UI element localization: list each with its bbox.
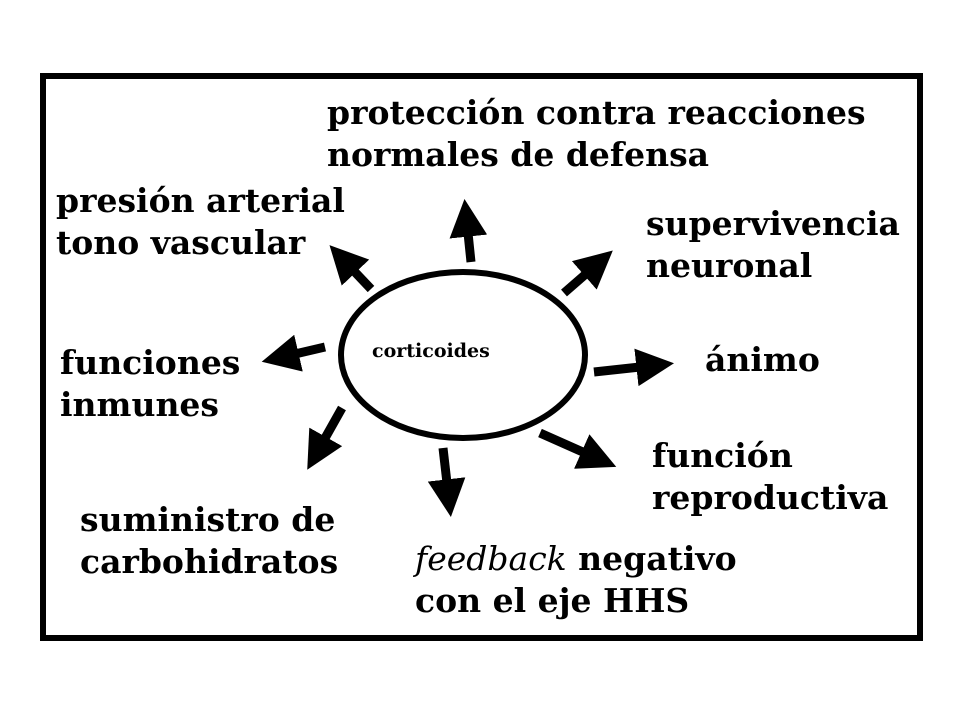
arrow-supervivencia — [561, 250, 613, 297]
label-inmunes-line2: inmunes — [60, 385, 220, 424]
label-presion-line1: presión arterial — [56, 181, 345, 220]
label-presion: presión arterial tono vascular — [56, 180, 345, 264]
label-presion-line2: tono vascular — [56, 223, 306, 262]
arrow-inmunes — [261, 334, 327, 372]
diagram-frame — [40, 73, 923, 641]
label-suministro-line2: carbohidratos — [80, 542, 339, 581]
label-feedback-italic: feedback — [415, 539, 567, 578]
label-supervivencia-line2: neuronal — [646, 246, 813, 285]
arrow-presion — [329, 245, 375, 293]
arrow-feedback — [427, 447, 466, 517]
label-feedback-rest: negativo — [566, 539, 737, 578]
arrow-proteccion — [449, 198, 488, 263]
label-reproductiva: función reproductiva — [652, 435, 888, 519]
label-proteccion: protección contra reacciones normales de… — [327, 92, 866, 176]
label-animo: ánimo — [705, 339, 820, 381]
label-reproductiva-line2: reproductiva — [652, 478, 889, 517]
label-proteccion-line1: protección contra reacciones — [327, 93, 866, 132]
label-feedback: feedback negativo con el eje HHS — [415, 538, 737, 622]
center-label: corticoides — [372, 340, 490, 362]
label-proteccion-line2: normales de defensa — [327, 135, 710, 174]
arrow-suministro — [307, 405, 346, 470]
label-supervivencia-line1: supervivencia — [646, 204, 900, 243]
label-suministro-line1: suministro de — [80, 500, 336, 539]
label-animo-line1: ánimo — [705, 340, 820, 379]
label-feedback-line1: feedback negativo — [415, 538, 737, 580]
arrow-animo — [593, 348, 674, 387]
label-inmunes: funciones inmunes — [60, 342, 240, 426]
arrow-reproductiva — [538, 428, 617, 469]
label-feedback-line2: con el eje HHS — [415, 581, 690, 620]
label-reproductiva-line1: función — [652, 436, 793, 475]
corticoides-ellipse — [338, 269, 588, 441]
label-suministro: suministro de carbohidratos — [80, 499, 338, 583]
label-supervivencia: supervivencia neuronal — [646, 203, 900, 287]
label-inmunes-line1: funciones — [60, 343, 241, 382]
